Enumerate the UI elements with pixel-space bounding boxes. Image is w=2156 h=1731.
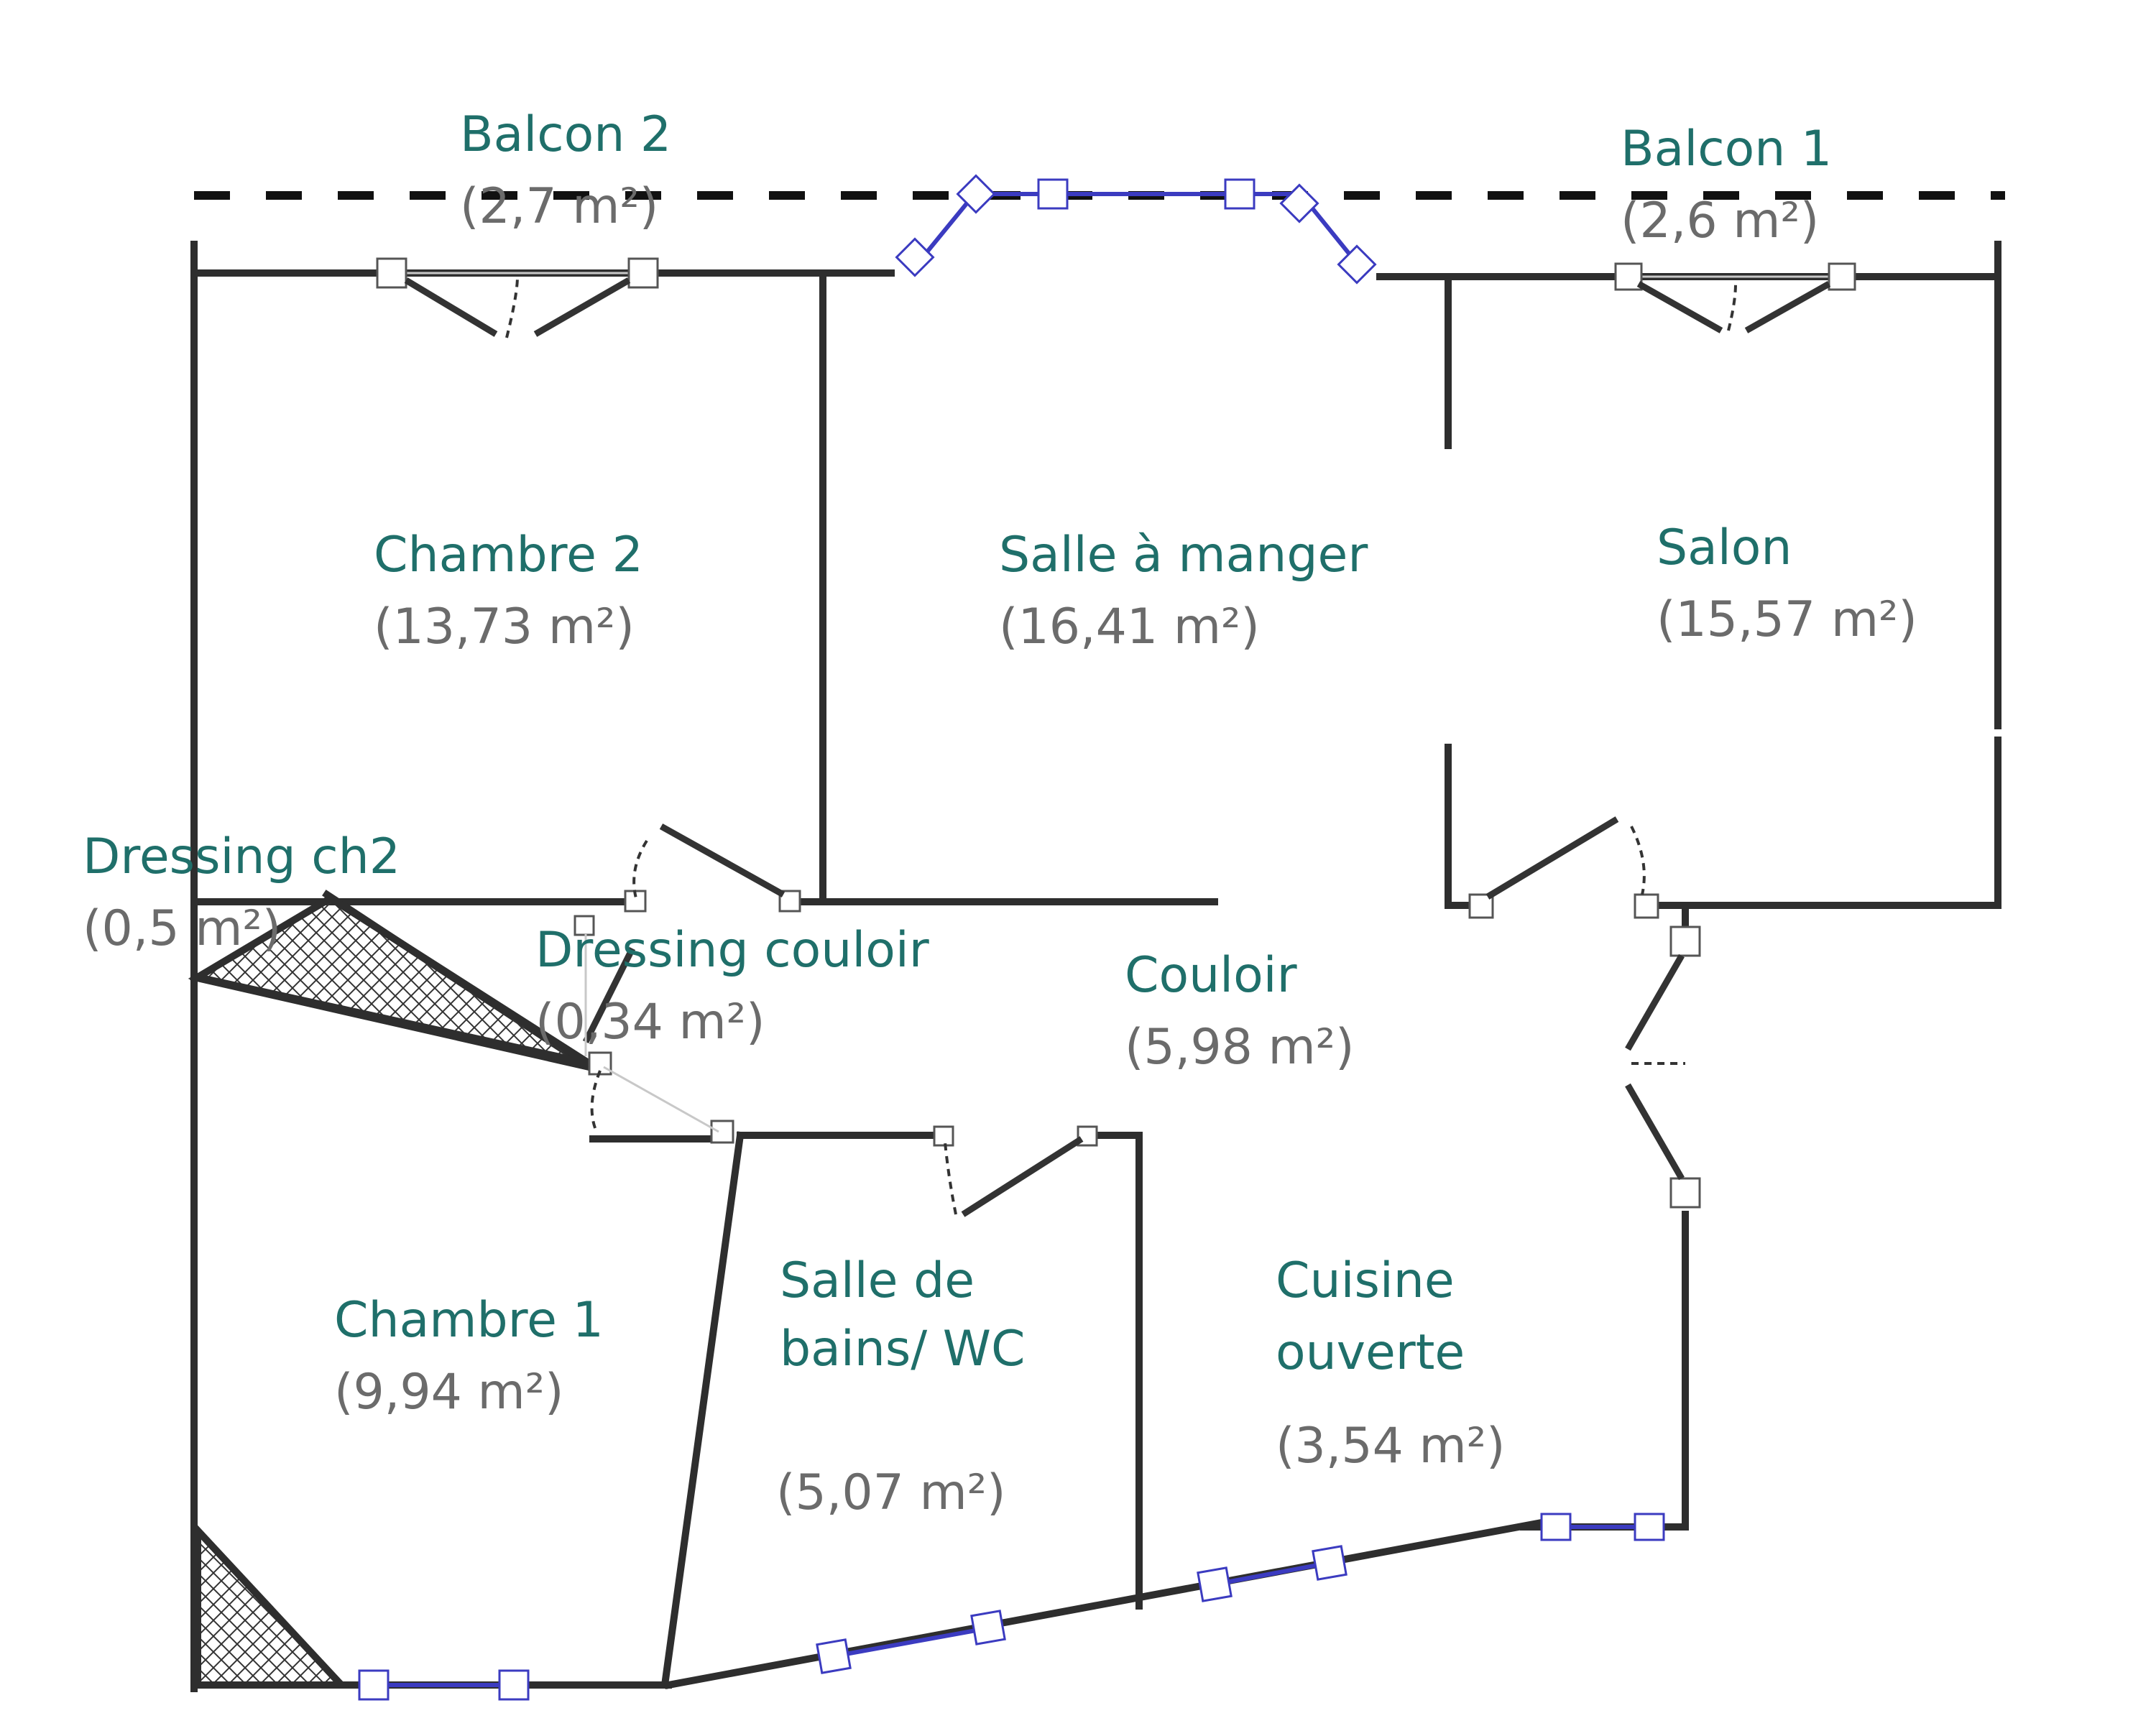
salle-de-bains-name-line2: bains/ WC [780,1321,1026,1377]
dressing-couloir-area: (0,34 m²) [535,994,765,1051]
dressing-ch2-name: Dressing ch2 [83,828,400,885]
balcon-1-name: Balcon 1 [1621,121,1832,177]
salle-de-bains-name: Salle de [780,1252,975,1309]
salle-de-bains-area: (5,07 m²) [776,1464,1006,1521]
salon-name: Salon [1657,520,1792,576]
couloir-name: Couloir [1125,947,1297,1004]
cuisine-area: (3,54 m²) [1276,1418,1506,1474]
doors [376,257,1856,1217]
salle-a-manger-name: Salle à manger [999,527,1368,583]
balcon-2-name: Balcon 2 [460,106,671,163]
chambre-2-area: (13,73 m²) [374,599,635,655]
salle-a-manger-area: (16,41 m²) [999,599,1260,655]
windows [358,174,1665,1701]
dressing-ch2-closet [188,894,591,1067]
dressing-couloir-name: Dressing couloir [535,922,929,979]
cuisine-name-line2: ouverte [1276,1324,1465,1381]
chambre-1-closet [194,1521,350,1689]
chambre-1-area: (9,94 m²) [334,1364,564,1421]
cuisine-name: Cuisine [1276,1252,1455,1309]
chambre-1-name: Chambre 1 [334,1292,604,1349]
balcon-1-area: (2,6 m²) [1621,193,1819,249]
chambre-2-name: Chambre 2 [374,527,643,583]
salon-area: (15,57 m²) [1657,591,1917,648]
room-labels: Balcon 2 (2,7 m²) Balcon 1 (2,6 m²) Cham… [83,106,1917,1521]
couloir-area: (5,98 m²) [1125,1019,1355,1076]
balcon-2-area: (2,7 m²) [460,178,658,235]
exterior-walls [190,241,2001,1692]
dressing-ch2-area: (0,5 m²) [83,900,281,957]
interior-walls [190,269,2001,1689]
